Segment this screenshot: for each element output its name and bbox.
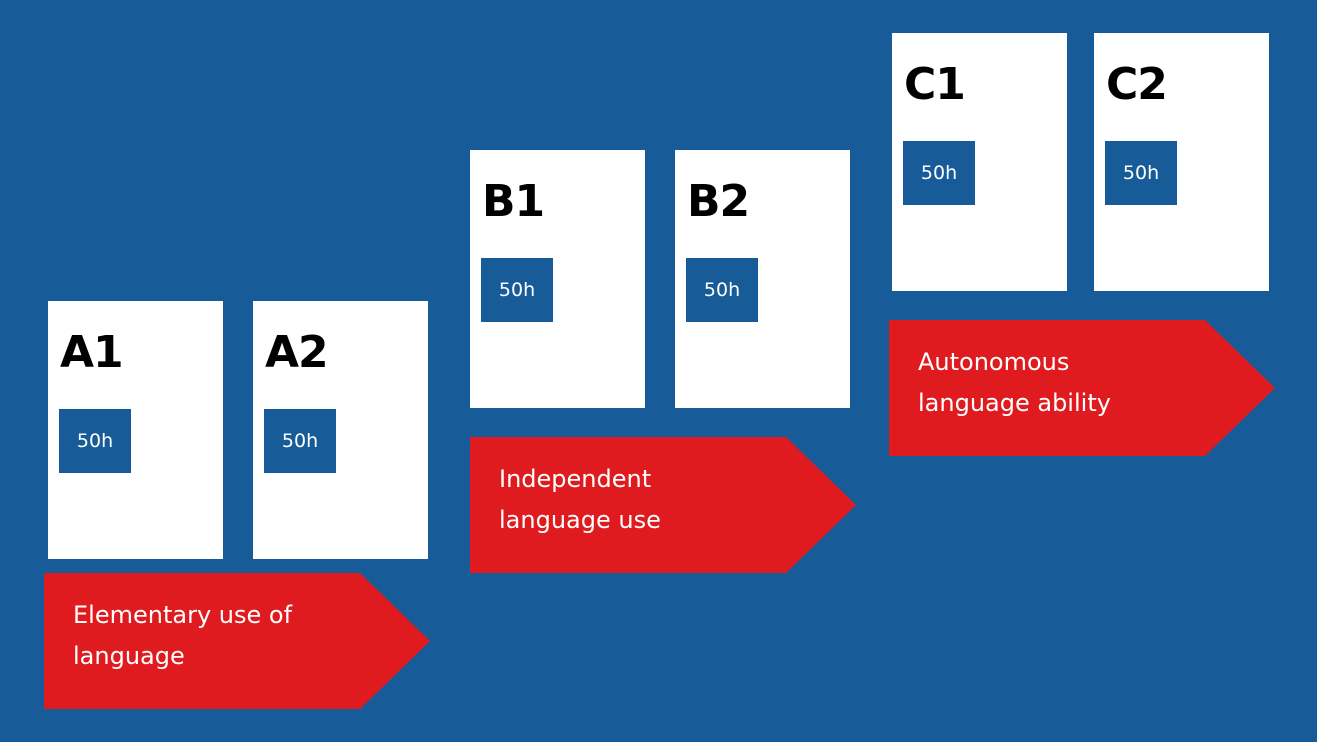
level-code: C1 xyxy=(904,59,966,110)
stage-label: Autonomous language ability xyxy=(918,348,1111,417)
arrow-shape xyxy=(889,320,1275,456)
hours-badge: 50h xyxy=(686,258,758,322)
level-card-a1: A1 50h xyxy=(48,301,223,559)
stage-arrow-autonomous: Autonomous language ability xyxy=(889,320,1275,456)
level-code: A1 xyxy=(60,327,124,378)
arrow-shape xyxy=(470,437,856,573)
hours-badge: 50h xyxy=(264,409,336,473)
hours-badge: 50h xyxy=(481,258,553,322)
level-card-b1: B1 50h xyxy=(470,150,645,408)
level-code: B2 xyxy=(687,176,750,227)
level-code: C2 xyxy=(1106,59,1168,110)
level-card-a2: A2 50h xyxy=(253,301,428,559)
stage-arrow-independent: Independent language use xyxy=(470,437,856,573)
hours-badge: 50h xyxy=(1105,141,1177,205)
stage-label: Independent language use xyxy=(499,465,661,534)
hours-badge: 50h xyxy=(903,141,975,205)
level-code: B1 xyxy=(482,176,545,227)
level-card-c1: C1 50h xyxy=(892,33,1067,291)
level-code: A2 xyxy=(265,327,329,378)
hours-badge: 50h xyxy=(59,409,131,473)
stage-arrow-elementary: Elementary use of language xyxy=(44,573,430,709)
level-card-c2: C2 50h xyxy=(1094,33,1269,291)
level-card-b2: B2 50h xyxy=(675,150,850,408)
stage-label: Elementary use of language xyxy=(73,601,293,670)
arrow-shape xyxy=(44,573,430,709)
